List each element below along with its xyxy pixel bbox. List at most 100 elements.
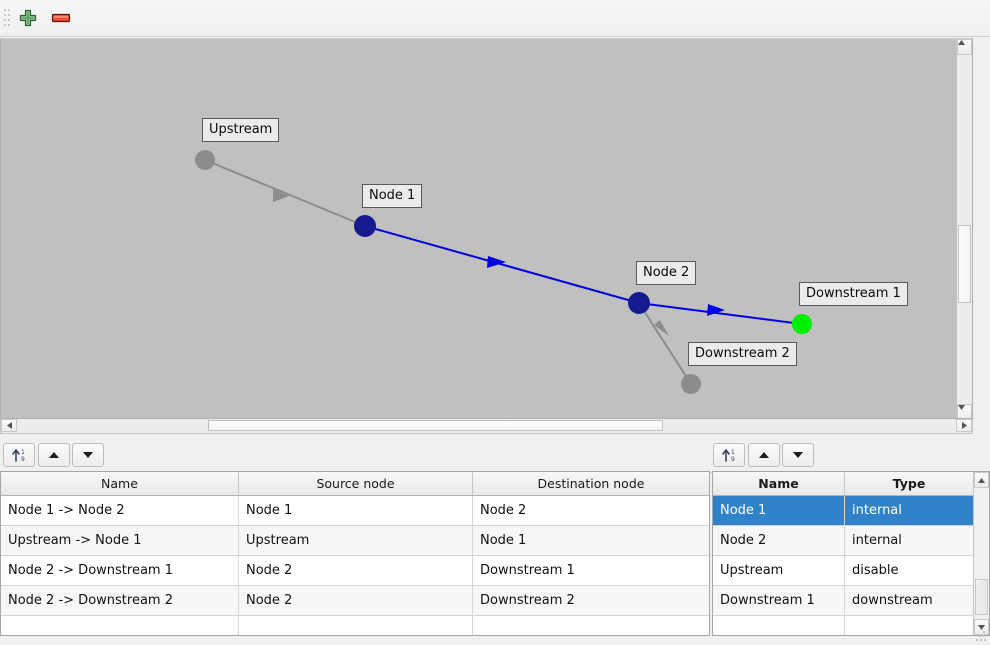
graph-scroll-left-button[interactable] [1,419,17,432]
edge-node1-node2[interactable] [364,225,640,304]
graph-vertical-scrollbar[interactable] [956,39,972,418]
graph-node-label-node1[interactable]: Node 1 [362,184,423,208]
graph-edges-layer [195,150,812,394]
minus-icon [51,13,71,23]
table-row-empty[interactable] [713,616,989,635]
nodes-move-down-button[interactable] [782,443,814,467]
nodes-sort-button[interactable]: 1 9 [713,443,745,467]
svg-text:1: 1 [21,449,25,456]
plus-icon [19,9,37,27]
nodes-vscroll-thumb[interactable] [975,579,988,615]
links-cell-name: Node 2 -> Downstream 1 [1,556,239,585]
scroll-up-arrow-icon [958,40,965,45]
scroll-down-arrow-icon [958,405,965,410]
links-cell-destination: Downstream 2 [480,593,575,608]
graph-node-label-node2[interactable]: Node 2 [636,261,697,285]
links-cell-destination: Node 1 [480,533,527,548]
graph-panel: Upstream Node 1 Node 2 Downstream 1 Down… [0,38,990,481]
nodes-cell-name: Downstream 1 [713,586,845,615]
links-cell-source: Node 1 [239,496,473,525]
nodes-cell-empty [713,616,845,635]
links-sort-button[interactable]: 1 9 [3,443,35,467]
graph-horizontal-scrollbar[interactable] [0,419,973,434]
delete-node-button[interactable] [47,5,75,31]
graph-scroll-up-button[interactable] [957,39,972,55]
nodes-move-up-button[interactable] [748,443,780,467]
edge-upstream-node1[interactable] [204,159,366,227]
table-row[interactable]: Node 2 internal [713,526,989,556]
table-row[interactable]: Upstream disable [713,556,989,586]
scroll-up-arrow-icon [978,477,985,483]
sort-ascending-icon: 1 9 [722,449,735,463]
edge-node2-downstream2[interactable] [638,302,692,385]
links-header-name[interactable]: Name [1,472,239,495]
nodes-table-header: Name Type [713,472,989,496]
links-move-down-button[interactable] [72,443,104,467]
nodes-scroll-up-button[interactable] [974,472,989,488]
svg-text:9: 9 [731,456,735,463]
graph-scroll-right-button[interactable] [956,419,972,432]
table-row[interactable]: Downstream 1 downstream [713,586,989,616]
graph-node-label-downstream2[interactable]: Downstream 2 [688,342,797,366]
links-table[interactable]: Name Source node Destination node Node 1… [0,471,710,636]
table-row[interactable]: Node 1 -> Node 2 Node 1 Node 2 [1,496,709,526]
links-header-source[interactable]: Source node [239,472,473,495]
bottom-section: 1 9 Name Source node Destination node [0,443,990,645]
move-down-arrow-icon [793,452,803,458]
links-cell-name: Node 1 -> Node 2 [1,496,239,525]
links-cell-destination: Downstream 1 [480,563,575,578]
move-up-arrow-icon [49,452,59,458]
table-row[interactable]: Node 1 internal [713,496,989,526]
move-up-arrow-icon [759,452,769,458]
links-cell-destination: Node 2 [480,503,527,518]
nodes-cell-type: disable [852,563,899,578]
graph-node-upstream[interactable] [195,150,215,170]
svg-text:9: 9 [21,456,25,463]
graph-node-label-upstream[interactable]: Upstream [202,118,280,142]
nodes-table-vertical-scrollbar[interactable] [973,472,989,635]
nodes-cell-name: Node 1 [713,496,845,525]
links-cell-empty [1,616,239,635]
nodes-toolbar: 1 9 [712,443,990,469]
graph-node-node2[interactable] [628,292,650,314]
nodes-header-name[interactable]: Name [713,472,845,495]
add-node-button[interactable] [14,5,42,31]
links-cell-name: Upstream -> Node 1 [1,526,239,555]
window-resize-grip[interactable] [976,631,986,641]
graph-node-node1[interactable] [354,215,376,237]
nodes-cell-empty [845,616,973,635]
graph-node-downstream1[interactable] [792,314,812,334]
table-row-empty[interactable] [1,616,709,635]
nodes-cell-name: Upstream [713,556,845,585]
scroll-down-arrow-icon [978,624,985,630]
links-header-destination[interactable]: Destination node [537,476,645,491]
graph-scroll-down-button[interactable] [957,404,972,418]
links-toolbar: 1 9 [0,443,710,469]
graph-node-label-downstream1[interactable]: Downstream 1 [799,282,908,306]
links-move-up-button[interactable] [38,443,70,467]
graph-node-downstream2[interactable] [681,374,701,394]
main-toolbar [0,0,990,37]
table-row[interactable]: Node 2 -> Downstream 2 Node 2 Downstream… [1,586,709,616]
graph-canvas[interactable]: Upstream Node 1 Node 2 Downstream 1 Down… [0,38,973,419]
nodes-header-type[interactable]: Type [892,476,926,491]
graph-vscroll-thumb[interactable] [958,225,971,303]
svg-text:1: 1 [731,449,735,456]
links-table-header: Name Source node Destination node [1,472,709,496]
table-row[interactable]: Upstream -> Node 1 Upstream Node 1 [1,526,709,556]
nodes-cell-type: internal [852,503,902,518]
nodes-scroll-down-button[interactable] [974,619,989,635]
links-cell-name: Node 2 -> Downstream 2 [1,586,239,615]
scroll-right-arrow-icon [961,422,967,429]
sort-ascending-icon: 1 9 [12,449,25,463]
toolbar-drag-handle[interactable] [4,9,10,29]
edge-node2-downstream1[interactable] [638,302,803,325]
table-row[interactable]: Node 2 -> Downstream 1 Node 2 Downstream… [1,556,709,586]
nodes-table[interactable]: Name Type Node 1 internal Node 2 interna… [712,471,990,636]
links-cell-source: Node 2 [239,556,473,585]
nodes-cell-name: Node 2 [713,526,845,555]
graph-hscroll-thumb[interactable] [208,420,663,431]
nodes-cell-type: downstream [852,593,933,608]
links-cell-source: Upstream [239,526,473,555]
